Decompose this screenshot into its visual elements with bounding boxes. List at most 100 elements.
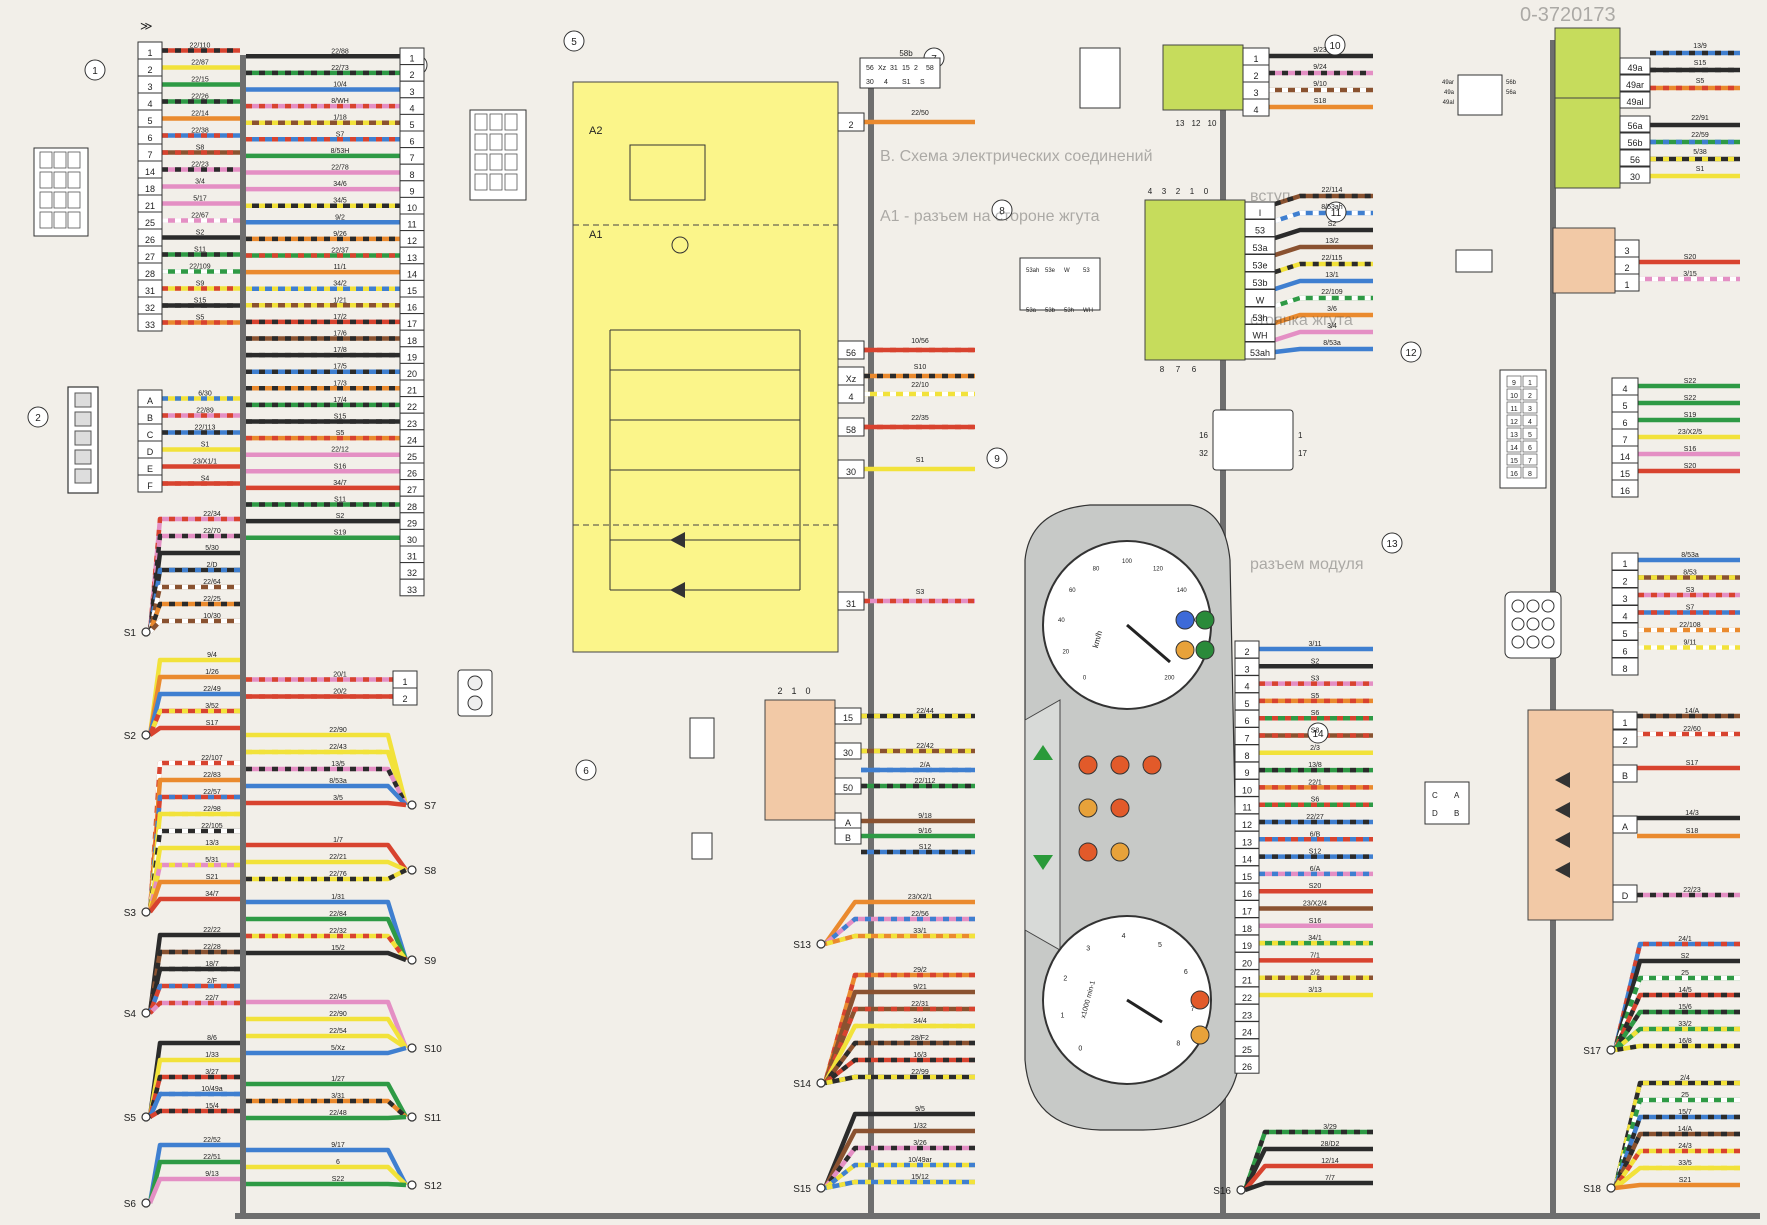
wire-stripe — [147, 760, 240, 913]
component-number-label: 10 — [1329, 41, 1341, 52]
wire-stripe — [1274, 261, 1373, 275]
wire — [147, 1159, 240, 1204]
pin-label: 15 — [1242, 872, 1252, 882]
wire-label: S12 — [1309, 849, 1322, 856]
wire-label: S11 — [334, 497, 346, 504]
wire-label: 22/113 — [195, 425, 216, 432]
connector-12-face-cell — [1522, 375, 1538, 388]
diode-icon — [1555, 832, 1570, 848]
pin-label: 56 — [1630, 155, 1640, 165]
wire-label: S1 — [1696, 166, 1705, 173]
wire-label: 3/4 — [195, 179, 205, 186]
wire-stripe — [824, 933, 975, 947]
connector-6-face — [689, 717, 715, 759]
wire-stripe — [823, 1023, 975, 1085]
pin-label: 15 — [407, 286, 417, 296]
pin-label: 30 — [846, 467, 856, 477]
pin-label: 49al — [1626, 97, 1643, 107]
connector-14-pin — [1612, 711, 1638, 730]
wires-layer — [147, 48, 1740, 1204]
component-number — [1324, 34, 1346, 56]
gauge-mark: 200 — [1164, 676, 1175, 682]
connector-7-face — [1079, 47, 1121, 109]
wire-label: 3/5 — [333, 795, 343, 802]
wire-label: 10/49ar — [908, 1157, 932, 1164]
ground-label: S17 — [1583, 1046, 1601, 1057]
position-label: 4 — [1148, 187, 1153, 196]
pin-label: WH — [1083, 308, 1093, 314]
wire-label: S21 — [206, 874, 219, 881]
pin-label: 18 — [1242, 924, 1252, 934]
pin-label: 18 — [145, 184, 155, 194]
position-label: 3 — [1162, 187, 1167, 196]
wire-label: 8/53H — [331, 148, 350, 155]
wire — [1242, 1146, 1373, 1191]
connector-4-pin — [392, 687, 418, 706]
wire-label: 1/21 — [333, 297, 347, 304]
pin-label: 25 — [145, 218, 155, 228]
ground-point — [407, 865, 417, 875]
connector-2-face-cell — [74, 430, 92, 446]
pin-label: 3 — [409, 87, 414, 97]
pin-label: 15 — [902, 65, 910, 72]
connector-12-face-cell — [1506, 466, 1522, 479]
connector-12-face-cell — [1522, 414, 1538, 427]
connector-3-face-cell — [489, 133, 503, 151]
ground-label: S16 — [1213, 1186, 1231, 1197]
wire-label: 22/7 — [205, 995, 219, 1002]
pin-label: 49al — [1443, 100, 1454, 106]
wire-label: 23/X1/1 — [193, 459, 217, 466]
wire — [246, 1045, 407, 1056]
position-label: 8 — [1160, 365, 1165, 374]
connector-3-face-cell — [489, 113, 503, 131]
switch-8-block — [1144, 199, 1246, 361]
ground-point — [1606, 1045, 1616, 1055]
pin-label: F — [147, 481, 153, 491]
pin-label: 16 — [1242, 889, 1252, 899]
ground-point — [816, 1078, 826, 1088]
ground-point — [407, 1112, 417, 1122]
pin-label: 26 — [407, 469, 417, 479]
pin-label: 6 — [1622, 647, 1627, 657]
ground-label: S11 — [424, 1113, 441, 1124]
connector-11-pin — [1614, 273, 1640, 292]
wire-label: 22/90 — [329, 1011, 347, 1018]
wire-label: 22/60 — [1683, 726, 1701, 733]
pin-label: 13 — [407, 253, 417, 263]
wire-label: 3/31 — [331, 1093, 345, 1100]
connector-1-face-cell — [53, 191, 67, 209]
connector-14-face — [1424, 781, 1470, 825]
wire-label: 28/D2 — [1321, 1141, 1340, 1148]
wire-label: S5 — [336, 430, 345, 437]
wire — [147, 533, 240, 633]
pin-label: 53a — [1252, 243, 1267, 253]
pin-label: 49ar — [1626, 80, 1644, 90]
wire-stripe — [824, 1179, 975, 1191]
pin-label: 11 — [407, 220, 416, 230]
wire — [1612, 975, 1740, 1051]
wire-label: 1/33 — [205, 1052, 219, 1059]
wire — [246, 933, 408, 962]
pin-label: 56b — [1506, 80, 1517, 86]
pin-label: 12 — [407, 236, 417, 246]
pin-label: 7 — [1622, 435, 1627, 445]
ground-label: S14 — [793, 1079, 811, 1090]
wire-label: 13/9 — [1693, 43, 1707, 50]
wire-label: 28/F2 — [911, 1035, 929, 1042]
pin-label: D — [147, 447, 154, 457]
wire-label: 22/88 — [331, 48, 349, 55]
connector-6-pin — [834, 707, 862, 725]
warning-lamp-icon — [1078, 798, 1098, 818]
wire-label: 9/18 — [918, 813, 932, 820]
gauge-mark: 5 — [1158, 942, 1162, 949]
component-number — [575, 759, 597, 781]
pin-label: 5 — [1622, 629, 1627, 639]
pin-label: 13 — [1242, 837, 1252, 847]
pin-label: 4 — [1528, 419, 1532, 426]
wire-stripe — [1274, 193, 1373, 207]
connector-10-face — [1457, 74, 1503, 116]
connector-1-face-cell — [39, 211, 53, 229]
pin-label: 53b — [1252, 278, 1267, 288]
wire-label: S17 — [206, 720, 219, 727]
